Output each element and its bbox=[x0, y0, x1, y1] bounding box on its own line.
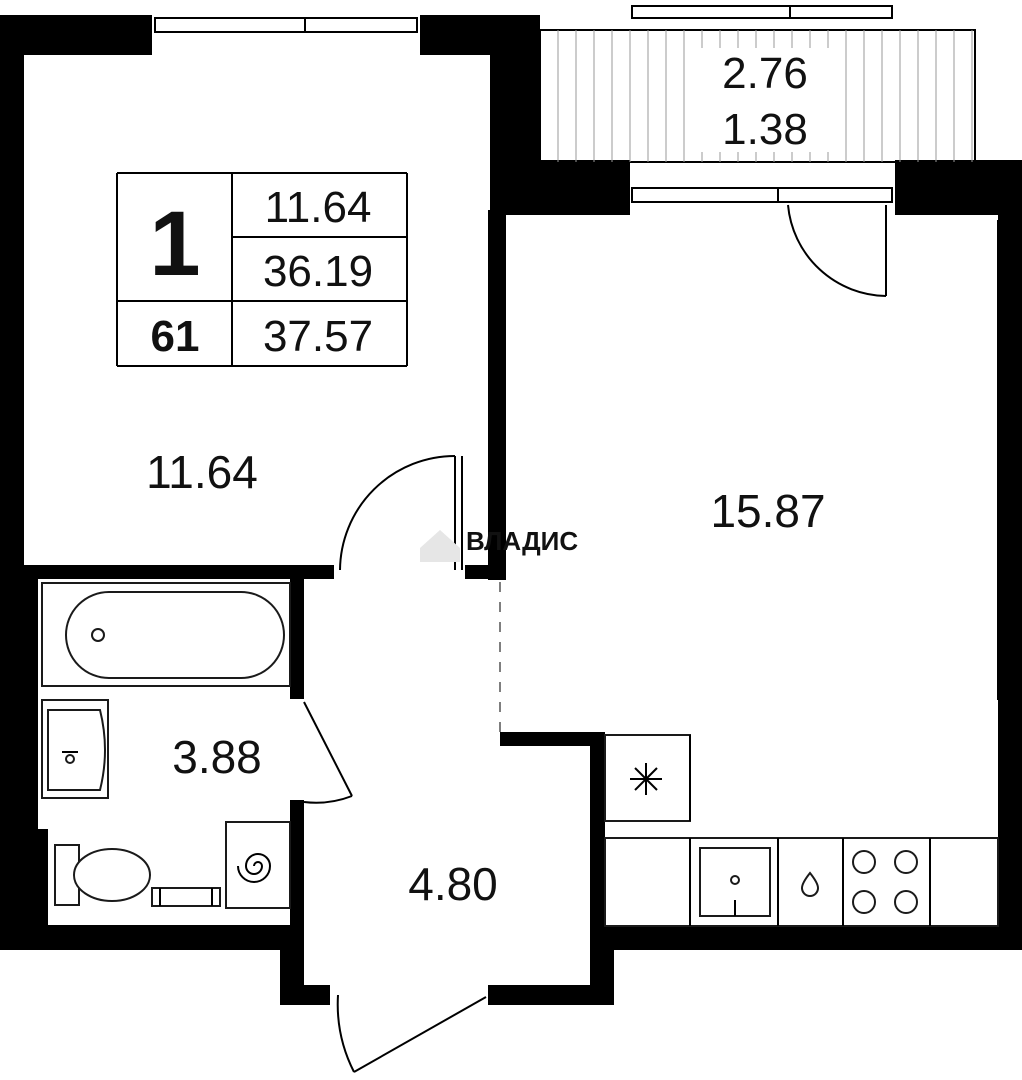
summary-total-living: 36.19 bbox=[263, 247, 373, 296]
summary-living-area: 11.64 bbox=[265, 183, 372, 232]
window-bedroom bbox=[152, 15, 420, 55]
kitchen-counter bbox=[604, 837, 999, 927]
watermark: ВЛАДИС bbox=[420, 526, 578, 562]
entrance-door bbox=[336, 994, 487, 1073]
balcony bbox=[539, 29, 976, 163]
bathtub bbox=[41, 582, 291, 687]
watermark-text: ВЛАДИС bbox=[466, 526, 578, 556]
washing-machine bbox=[225, 821, 291, 909]
summary-table: 1 61 11.64 36.19 37.57 bbox=[116, 172, 408, 367]
apartment-number: 61 bbox=[151, 312, 200, 361]
balcony-area-label: 1.38 bbox=[722, 105, 808, 154]
window-balcony-outer bbox=[630, 0, 895, 25]
sink bbox=[41, 699, 109, 799]
towel-rail bbox=[151, 887, 221, 907]
bathroom-door bbox=[303, 701, 353, 804]
water-drop-icon bbox=[800, 871, 820, 897]
bedroom-area-label: 11.64 bbox=[146, 446, 258, 498]
toilet bbox=[54, 844, 151, 906]
bathroom-area-label: 3.88 bbox=[172, 731, 262, 783]
house-logo-icon bbox=[420, 530, 460, 562]
refrigerator bbox=[604, 734, 691, 822]
living-kitchen-area-label: 15.87 bbox=[710, 485, 825, 537]
room-count: 1 bbox=[149, 193, 200, 295]
hall-area-label: 4.80 bbox=[408, 858, 498, 910]
balcony-door bbox=[787, 204, 887, 297]
summary-total-area: 37.57 bbox=[263, 312, 373, 361]
balcony-length-label: 2.76 bbox=[722, 49, 808, 98]
kitchen-sink bbox=[699, 847, 771, 917]
stove-hob bbox=[852, 850, 918, 914]
interior-walls bbox=[24, 210, 605, 932]
exterior-walls bbox=[0, 15, 1022, 1005]
window-living-room bbox=[630, 185, 895, 213]
